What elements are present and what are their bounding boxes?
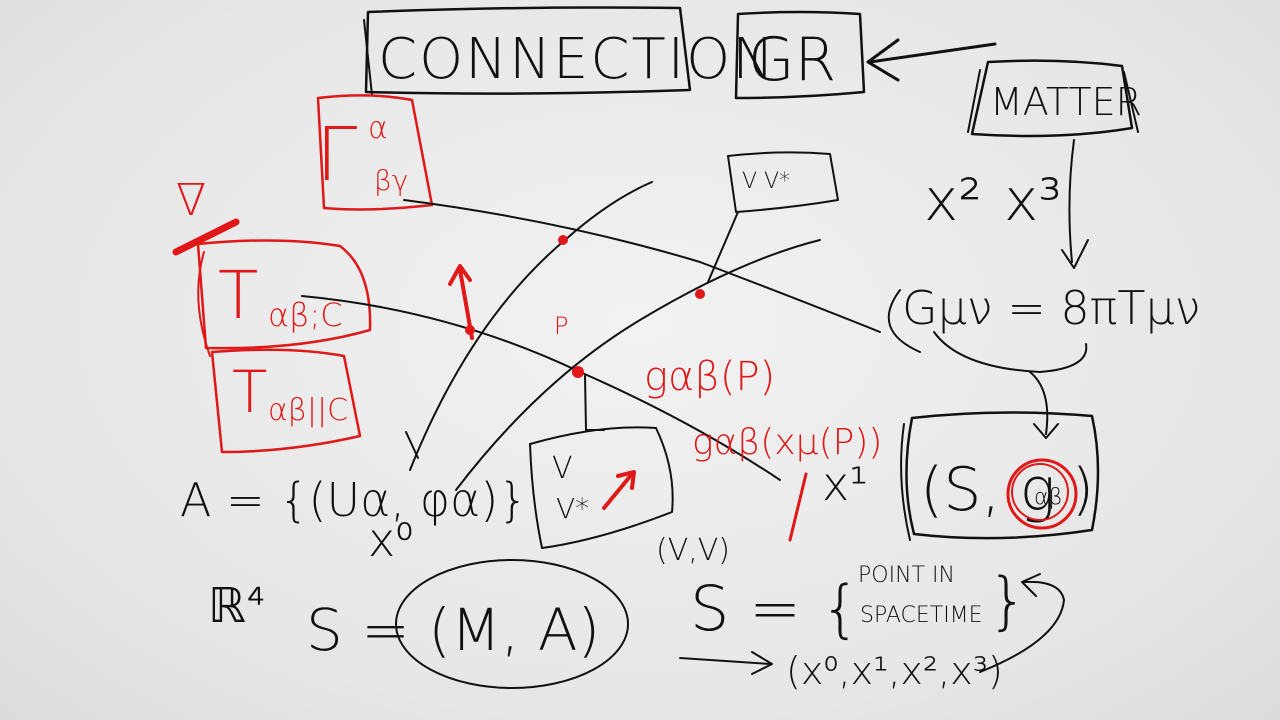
matter-label: MATTER [990, 80, 1142, 124]
pair-metric-indices: αβ [1034, 485, 1063, 510]
x-cubed-label: x³ [1004, 166, 1062, 234]
coords-tuple: (x⁰,x¹,x²,x³) [786, 649, 1003, 693]
connection-label: CONNECTION [378, 27, 776, 92]
arrow-matter-to-gr [866, 38, 997, 82]
matter-box: MATTER [967, 59, 1142, 138]
x-squared-label: x² [924, 166, 982, 234]
manifold-definition: S = (M, A) [306, 559, 629, 689]
vector-box-top-label: V V* [742, 169, 790, 194]
christoffel-upper-index: α [368, 111, 388, 146]
t-bar-box: T αβ||C [210, 348, 362, 454]
set-close: } [988, 564, 1027, 637]
intersection-dot [695, 289, 705, 299]
nabla-icon: ∇ [176, 175, 206, 226]
spacetime-pair-box: (S, g αβ ) [900, 411, 1100, 541]
t-semicolon-symbol: T [218, 257, 258, 334]
point-p-label: P [554, 312, 568, 340]
metric-at-p: gαβ(P) [644, 354, 775, 400]
metric-highlight-circle [1011, 463, 1069, 521]
vector-box-vstar: V* [556, 492, 589, 525]
christoffel-box: Γ α βγ [316, 94, 434, 211]
connection-box: CONNECTION [363, 6, 776, 96]
set-open: S = { [690, 572, 860, 645]
vector-arrow-left [448, 264, 474, 340]
coord-x1-label: x¹ [822, 457, 868, 511]
coord-x0-label: x⁰ [368, 513, 414, 567]
arrow-einstein-to-pair [1029, 371, 1059, 439]
r4-label: ℝ⁴ [208, 578, 265, 634]
gr-label: GR [748, 25, 836, 95]
pair-open: (S, g [920, 455, 1056, 525]
intersection-dot [572, 366, 584, 378]
vv-label: (V,V) [656, 533, 730, 568]
nabla-underline [172, 218, 240, 256]
vector-arrow-red [602, 470, 636, 510]
vector-box-top: V V* [707, 151, 839, 283]
spacetime-set: S = { POINT IN SPACETIME } [690, 563, 1027, 645]
einstein-bracket [887, 289, 1088, 373]
christoffel-lower-indices: βγ [374, 164, 408, 197]
set-line-2: SPACETIME [860, 603, 983, 628]
vector-box-v: V [552, 451, 573, 486]
einstein-equation: Gμν = 8πTμν [902, 281, 1200, 335]
arrow-set-back [979, 573, 1065, 673]
vector-box-bottom: V V* [529, 375, 674, 549]
arrow-matter-to-einstein [1061, 139, 1089, 269]
metric-of-coords: gαβ(xμ(P)) [692, 422, 882, 463]
atlas-definition: A = {(Uα, φα)} [180, 473, 528, 527]
t-semicolon-box: T αβ;C [196, 239, 372, 357]
coordinate-grid [301, 181, 881, 491]
gr-box: GR [734, 10, 866, 100]
t-semicolon-indices: αβ;C [268, 296, 343, 334]
arrow-to-coords [679, 651, 773, 675]
pair-close: ) [1072, 457, 1094, 522]
red-tick [788, 472, 808, 542]
t-bar-indices: αβ||C [268, 393, 348, 428]
set-line-1: POINT IN [858, 563, 955, 588]
manifold-equation: S = (M, A) [306, 596, 600, 664]
intersection-dot [558, 235, 568, 245]
metric-highlight-circle [1006, 458, 1078, 530]
t-bar-symbol: T [232, 358, 267, 426]
christoffel-symbol: Γ [316, 112, 357, 198]
